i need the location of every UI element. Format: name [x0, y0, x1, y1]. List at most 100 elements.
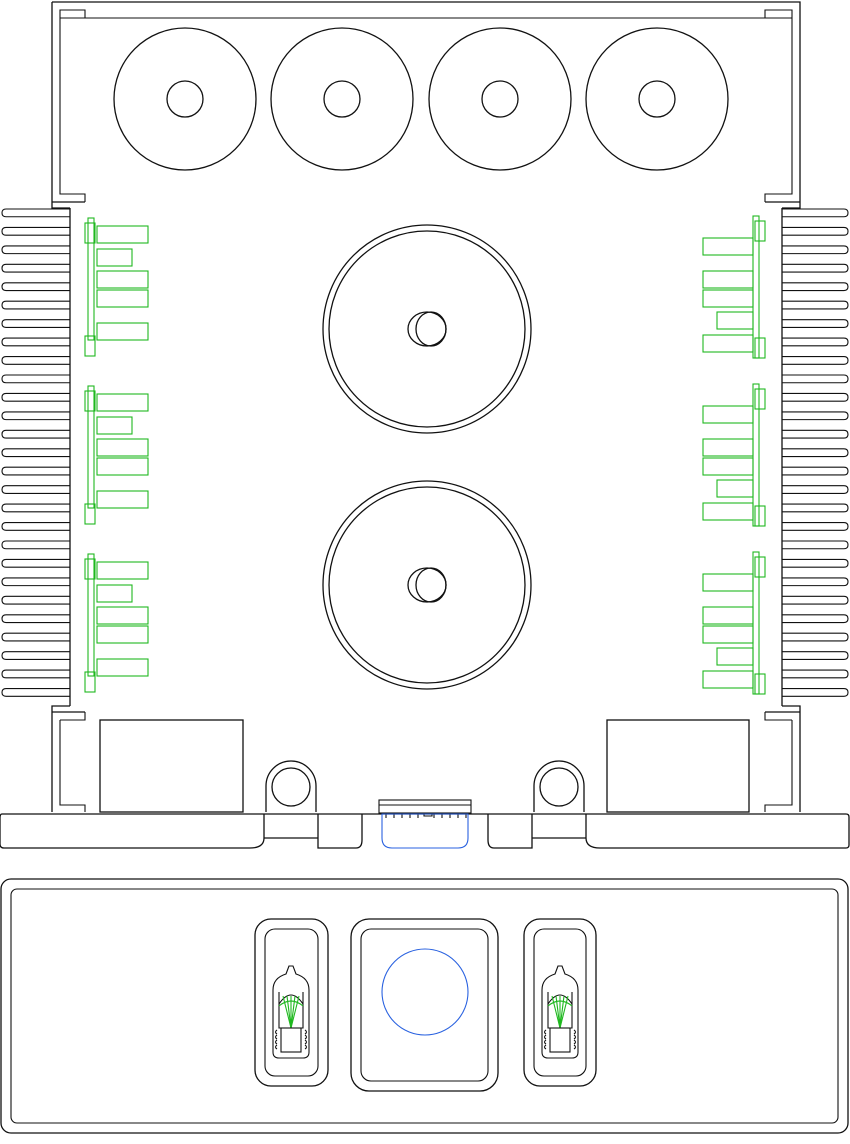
transistor	[96, 490, 149, 509]
heatsink-fin	[1, 374, 70, 384]
transistor-group	[84, 217, 149, 357]
transistor-tab	[84, 671, 96, 693]
heatsink-fin	[1, 595, 70, 605]
heatsink-fin	[782, 208, 849, 218]
toroidal-transformer	[322, 224, 532, 434]
transistor	[96, 625, 149, 644]
transistor	[702, 625, 754, 644]
input-connector	[378, 799, 472, 849]
transistor	[96, 393, 149, 412]
heatsink-fin	[1, 300, 70, 310]
tube-glass	[541, 965, 579, 1059]
heatsink-fin	[782, 226, 849, 236]
heatsink-fin	[1, 337, 70, 347]
capacitor	[113, 27, 257, 171]
heatsink-fin	[1, 558, 70, 568]
capacitor	[270, 27, 414, 171]
transistor	[96, 561, 149, 580]
transistor-tab	[84, 390, 96, 412]
tube-pin	[543, 1044, 547, 1050]
heatsink-fin	[1, 356, 70, 365]
transistor	[702, 270, 754, 289]
transistor	[96, 457, 149, 476]
tube-window-left	[254, 918, 329, 1087]
front-panel-edge	[0, 813, 850, 849]
transistor	[96, 248, 133, 267]
transistor-group	[84, 553, 149, 693]
transistor	[702, 438, 754, 457]
toroidal-transformer	[322, 480, 532, 690]
heatsink-fin	[782, 429, 849, 439]
tube-filament-arc	[547, 1000, 573, 1007]
tube-filament	[559, 995, 569, 1029]
heatsink-fin	[1, 540, 70, 550]
tube-filament-arc	[278, 1000, 304, 1007]
transistor	[716, 479, 754, 498]
tube-pin	[304, 1039, 308, 1045]
tube-filament	[290, 995, 300, 1029]
mounting-hole	[533, 760, 585, 812]
heatsink-fin	[782, 558, 849, 568]
transistor	[96, 270, 149, 289]
tube-pin	[274, 1034, 278, 1040]
heatsink-fin	[782, 485, 849, 494]
heatsink-fin	[782, 503, 849, 513]
transistor	[96, 289, 149, 308]
tube-pin	[573, 1044, 577, 1050]
transistor-group	[702, 215, 766, 359]
volume-knob[interactable]	[381, 948, 469, 1036]
heatsink-fin	[1, 392, 70, 402]
transistor	[96, 322, 149, 341]
tube-pin	[274, 1029, 278, 1035]
transistor-tab	[754, 337, 766, 359]
transistor-tab	[754, 673, 766, 695]
connector-body	[381, 813, 469, 849]
heatsink-fin	[1, 485, 70, 494]
tube-pin	[274, 1039, 278, 1045]
tube-pin	[573, 1034, 577, 1040]
transistor	[96, 416, 133, 435]
vacuum-tube-left	[272, 965, 310, 1059]
heatsink-fin	[1, 319, 70, 328]
heatsink-fin	[1, 503, 70, 513]
chassis-inner-outline	[59, 9, 793, 812]
filter-capacitors	[113, 27, 729, 171]
transistor-group	[84, 385, 149, 525]
vacuum-tube-right	[541, 965, 579, 1059]
rectangular-block	[99, 719, 244, 813]
tube-filament	[551, 995, 561, 1029]
transistor-tab	[84, 503, 96, 525]
tube-pin	[543, 1029, 547, 1035]
transistor-mount-bar	[87, 385, 95, 509]
heatsink-fin	[782, 245, 849, 255]
heatsink-right	[765, 201, 849, 713]
heatsink-fin	[1, 448, 70, 458]
heatsink-fin	[1, 669, 70, 679]
tube-pin	[573, 1029, 577, 1035]
heatsink-fin	[1, 651, 70, 660]
capacitor	[585, 27, 729, 171]
heatsink-fin	[782, 595, 849, 605]
tube-pin	[274, 1044, 278, 1050]
heatsink-fin	[1, 245, 70, 255]
heatsink-fin	[782, 337, 849, 347]
heatsink-fin	[782, 282, 849, 292]
transistor-tab	[754, 505, 766, 527]
transistor-tab	[754, 220, 766, 242]
tube-glass	[272, 965, 310, 1059]
heatsink-fin	[1, 411, 70, 421]
transistor-tab	[754, 388, 766, 410]
transistor	[702, 334, 754, 353]
heatsink-fin	[782, 263, 849, 273]
heatsink-fin	[782, 466, 849, 476]
heatsink-fin	[1, 577, 70, 587]
transistor	[702, 289, 754, 308]
heatsink-fin	[1, 466, 70, 476]
transistor-mount-bar	[752, 551, 760, 695]
front-panel-inner	[10, 888, 839, 1124]
heatsink-fin	[782, 356, 849, 365]
transistor-mount-bar	[752, 383, 760, 527]
transistor-tab	[84, 335, 96, 357]
heatsink-fin	[782, 688, 849, 697]
volume-knob-panel	[350, 918, 499, 1092]
